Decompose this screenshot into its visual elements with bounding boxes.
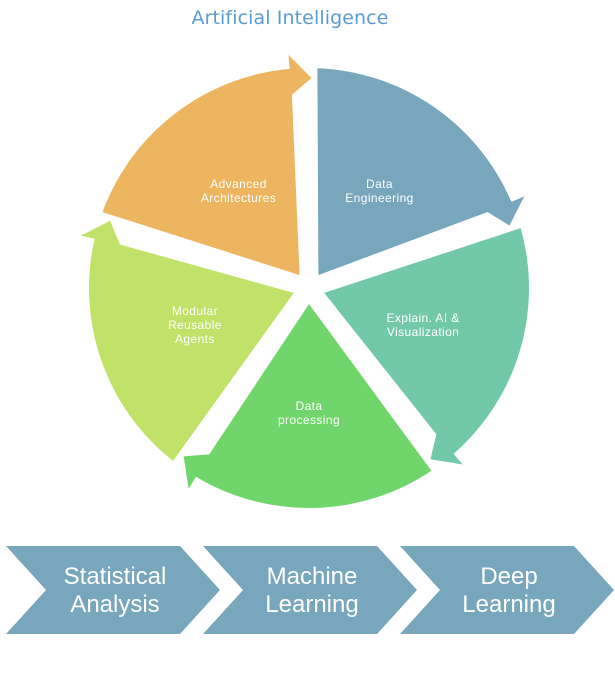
process-step-label-line: Learning bbox=[462, 591, 555, 618]
cycle-segment-label-line: processing bbox=[278, 413, 340, 427]
process-step-label-line: Statistical bbox=[64, 563, 167, 590]
cycle-segment-shape bbox=[317, 68, 525, 276]
cycle-segment-explain-ai: Explain. AI &Visualization bbox=[324, 228, 530, 465]
process-step-label-line: Analysis bbox=[70, 591, 159, 618]
cycle-segment-label-line: Engineering bbox=[345, 191, 413, 205]
chevron-arrow-shape bbox=[400, 546, 614, 634]
cycle-segment-label-line: Data bbox=[366, 177, 393, 191]
process-step-label-line: Deep bbox=[480, 563, 537, 590]
process-step-label-line: Machine bbox=[267, 563, 358, 590]
cycle-segment-label-line: Data bbox=[296, 399, 323, 413]
cycle-segment-label-line: Modular bbox=[172, 304, 218, 318]
cycle-segment-shape bbox=[80, 220, 294, 461]
cycle-segment-label-line: Visualization bbox=[387, 325, 459, 339]
chevron-arrow-shape bbox=[6, 546, 220, 634]
cycle-segment-label-line: Reusable bbox=[168, 318, 222, 332]
diagram-title: Artificial Intelligence bbox=[191, 7, 389, 29]
cycle-segment-label: Explain. AI &Visualization bbox=[386, 311, 459, 339]
cycle-segment-label-line: Agents bbox=[175, 332, 215, 346]
cycle-segment-label-line: Architectures bbox=[201, 191, 276, 205]
cycle-segment-shape bbox=[102, 54, 312, 276]
cycle-segment-label-line: Explain. AI & bbox=[386, 311, 459, 325]
chevron-arrow-shape bbox=[203, 546, 417, 634]
process-step-label-line: Learning bbox=[265, 591, 358, 618]
cycle-segment-shape bbox=[324, 228, 530, 465]
cycle-segment-label-line: Advanced bbox=[210, 177, 267, 191]
cycle-segment-shape bbox=[183, 304, 432, 508]
